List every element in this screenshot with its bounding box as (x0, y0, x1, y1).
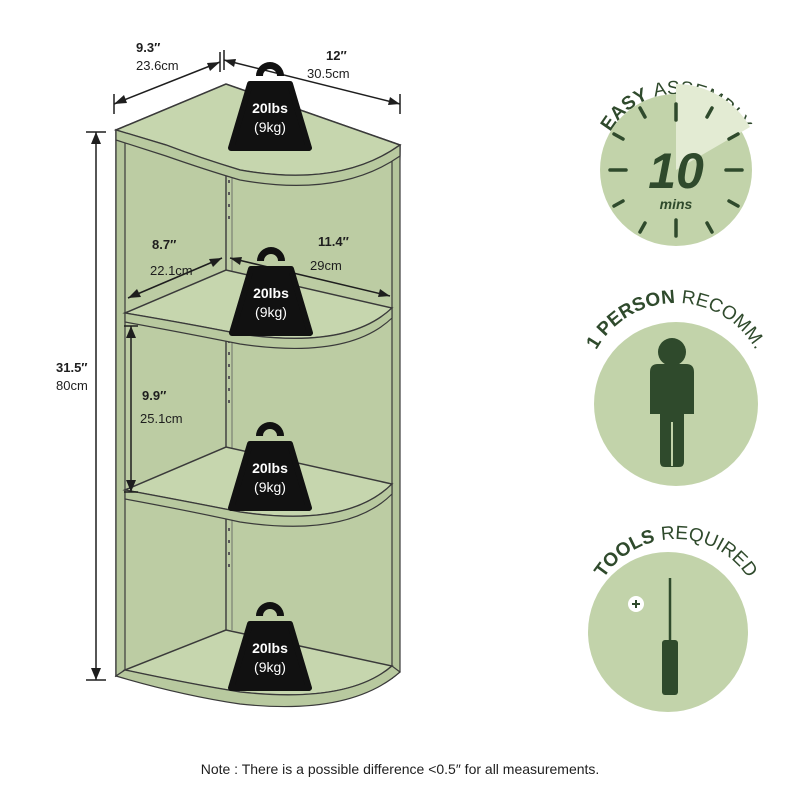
shelf-right-panel (391, 141, 401, 680)
weight-kg: (9kg) (254, 119, 286, 135)
clock-icon: 10 mins (600, 84, 752, 246)
shelf-spacing-cm: 25.1cm (140, 411, 183, 426)
top-depth-in: 9.3″ (136, 40, 160, 55)
weight-icon: 20lbs (9kg) (231, 602, 309, 688)
weight-lbs: 20lbs (253, 285, 289, 301)
shelf-left-panel (115, 128, 126, 678)
shelf-width-in: 11.4″ (318, 234, 349, 249)
screwdriver-icon (628, 578, 678, 695)
shelf-spacing-in: 9.9″ (142, 388, 166, 403)
height-cm: 80cm (56, 378, 88, 393)
shelf-width-cm: 29cm (310, 258, 342, 273)
assembly-minutes: 10 (648, 143, 704, 199)
assembly-unit: mins (660, 196, 693, 212)
weight-icon: 20lbs (9kg) (232, 247, 310, 333)
weight-kg: (9kg) (254, 659, 286, 675)
weight-lbs: 20lbs (252, 460, 288, 476)
weight-icon: 20lbs (9kg) (231, 62, 309, 148)
dimension-arrows (86, 50, 401, 681)
weight-kg: (9kg) (255, 304, 287, 320)
weight-kg: (9kg) (254, 479, 286, 495)
dimension-labels: 9.3″ 23.6cm 12″ 30.5cm 31.5″ 80cm 8.7″ 2… (56, 40, 350, 426)
top-width-cm: 30.5cm (307, 66, 350, 81)
shelf-depth-cm: 22.1cm (150, 263, 193, 278)
person-icon (650, 338, 694, 467)
weight-icon: 20lbs (9kg) (231, 422, 309, 508)
measurement-note: Note : There is a possible difference <0… (200, 761, 600, 777)
height-in: 31.5″ (56, 360, 88, 375)
top-width-in: 12″ (326, 48, 347, 63)
weight-lbs: 20lbs (252, 640, 288, 656)
shelf-depth-in: 8.7″ (152, 237, 176, 252)
weight-lbs: 20lbs (252, 100, 288, 116)
easy-assembly-badge: EASYASSEMBLY 10 mins (597, 78, 755, 246)
top-depth-cm: 23.6cm (136, 58, 179, 73)
